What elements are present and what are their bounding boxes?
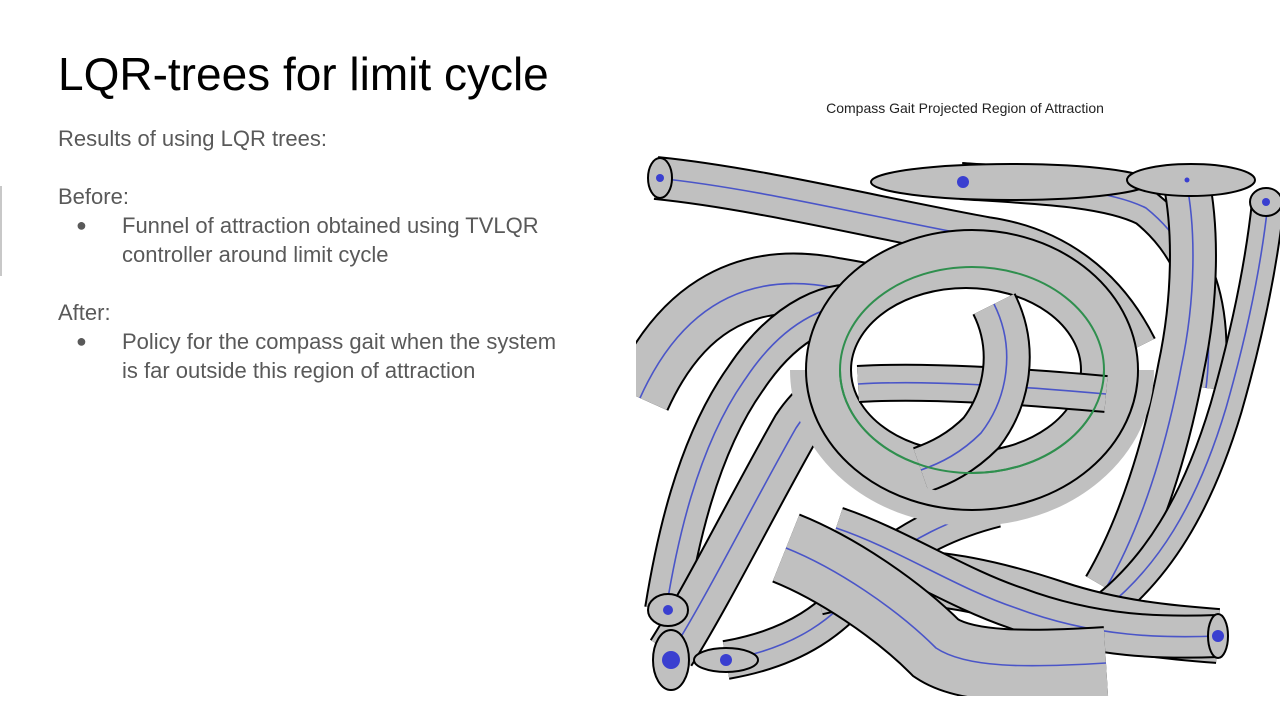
bullet-dot-icon: ● bbox=[76, 215, 87, 235]
trajectory-start-marker bbox=[1262, 198, 1270, 206]
before-heading: Before: bbox=[58, 184, 129, 209]
trajectory-line bbox=[920, 303, 1008, 471]
trajectory-line bbox=[785, 547, 1107, 667]
tube-end-caps bbox=[647, 157, 1280, 691]
before-bullet: ● Funnel of attraction obtained using TV… bbox=[58, 211, 628, 269]
bullet-dot-icon: ● bbox=[76, 331, 87, 351]
ring-front-edge bbox=[805, 369, 1139, 511]
bullet-line: Policy for the compass gait when the sys… bbox=[122, 329, 557, 354]
limit-cycle-front bbox=[839, 369, 1105, 474]
slide-body: Results of using LQR trees: Before: ● Fu… bbox=[58, 124, 628, 385]
limit-cycle-funnel bbox=[790, 229, 1154, 526]
tube-cap bbox=[870, 163, 1152, 201]
after-heading: After: bbox=[58, 300, 111, 325]
figure-title: Compass Gait Projected Region of Attract… bbox=[826, 100, 1104, 116]
trajectory-start-marker bbox=[1184, 177, 1190, 183]
trajectory-start-marker bbox=[662, 651, 680, 669]
bullet-line: Funnel of attraction obtained using TVLQ… bbox=[122, 213, 539, 238]
after-bullet: ● Policy for the compass gait when the s… bbox=[58, 327, 628, 385]
slide-title: LQR-trees for limit cycle bbox=[58, 48, 549, 100]
trajectory-start-marker bbox=[1212, 630, 1224, 642]
trajectory-line bbox=[857, 381, 1107, 395]
trajectory-line bbox=[835, 527, 1219, 638]
trajectory-start-marker bbox=[720, 654, 732, 666]
slide-edge-marker bbox=[0, 186, 2, 276]
bullet-line: controller around limit cycle bbox=[122, 242, 389, 267]
bullet-line: is far outside this region of attraction bbox=[122, 358, 476, 383]
intro-text: Results of using LQR trees: bbox=[58, 126, 328, 151]
trajectory-line bbox=[1105, 179, 1194, 589]
trajectory-start-marker bbox=[656, 174, 664, 182]
region-of-attraction-figure bbox=[636, 156, 1280, 696]
trajectory-line bbox=[1105, 202, 1269, 609]
trajectory-start-marker bbox=[957, 176, 969, 188]
trajectory-start-marker bbox=[663, 605, 673, 615]
tube-cap bbox=[1126, 163, 1256, 197]
